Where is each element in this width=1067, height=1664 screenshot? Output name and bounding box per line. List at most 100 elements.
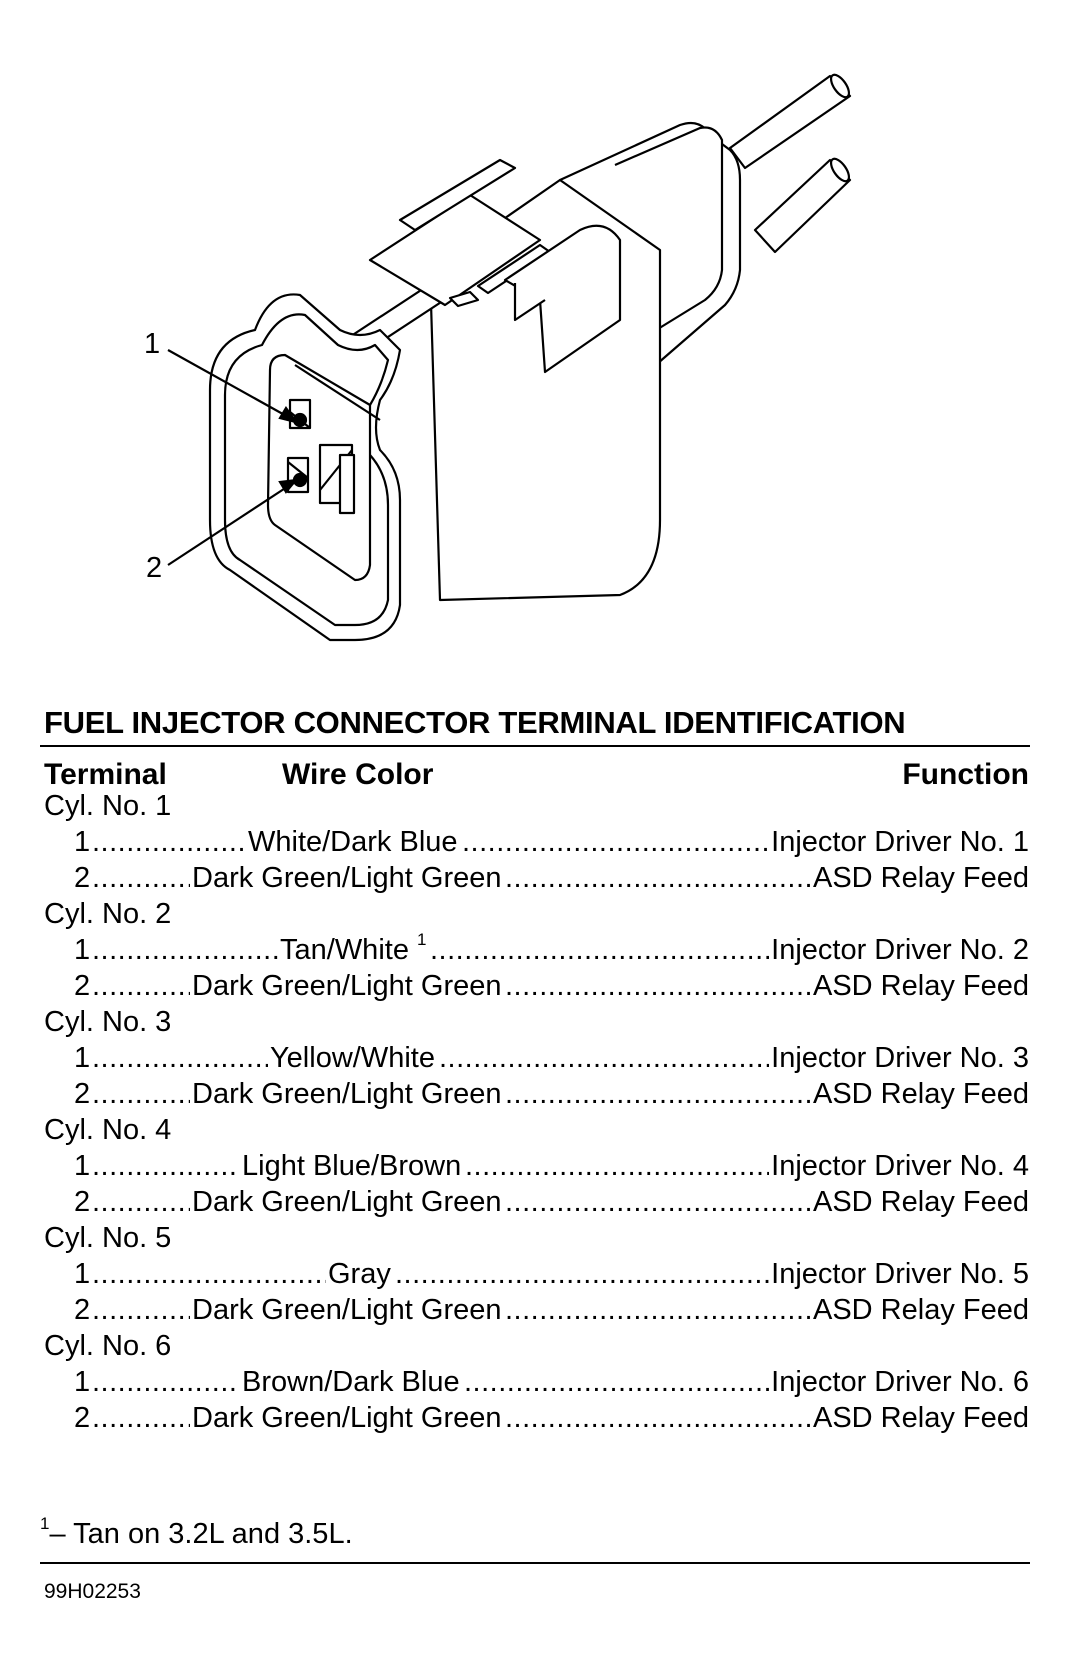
leader-dots: ........................................… <box>92 1078 190 1110</box>
table-row: 1.......................................… <box>74 1042 1029 1078</box>
terminal-number: 2 <box>74 1078 91 1110</box>
wire-color-text: Dark Green/Light Green <box>192 1078 502 1110</box>
leader-dots: ........................................… <box>505 862 811 894</box>
wire-color-text: White/Dark Blue <box>248 826 458 858</box>
wire-color: Gray <box>328 1258 391 1291</box>
wire-color: Dark Green/Light Green <box>192 1402 501 1435</box>
leader-dots: ........................................… <box>92 934 278 966</box>
connector-diagram <box>167 73 852 642</box>
wire-color-text: Dark Green/Light Green <box>192 862 502 894</box>
cylinder-label: Cyl. No. 2 <box>44 898 172 930</box>
terminal-function: Injector Driver No. 4 <box>771 1150 1029 1182</box>
footnote-mark: 1 <box>40 1514 50 1533</box>
table-row: 2.......................................… <box>74 1078 1029 1114</box>
table-row: 2.......................................… <box>74 862 1029 898</box>
terminal-function: ASD Relay Feed <box>813 970 1029 1002</box>
leader-dots: ........................................… <box>92 1402 190 1434</box>
footnote-ref: 1 <box>417 930 427 949</box>
terminal-function: ASD Relay Feed <box>813 1294 1029 1326</box>
leader-dots: ........................................… <box>464 1366 769 1398</box>
wire-color: Dark Green/Light Green <box>192 970 501 1003</box>
figure-id: 99H02253 <box>44 1580 141 1603</box>
leader-dots: ........................................… <box>92 1150 240 1182</box>
leader-dots: ........................................… <box>92 826 246 858</box>
terminal-function: Injector Driver No. 5 <box>771 1258 1029 1290</box>
leader-dots: ........................................… <box>92 970 190 1002</box>
wire-color: Tan/White 1 <box>280 930 426 967</box>
header-function: Function <box>902 758 1029 791</box>
wire-color-text: Dark Green/Light Green <box>192 1402 502 1434</box>
leader-dots: ........................................… <box>505 1402 811 1434</box>
wire-color: Dark Green/Light Green <box>192 862 501 895</box>
callout-arrow-1 <box>167 349 291 419</box>
wire-upper <box>728 73 852 170</box>
table-row: 2.......................................… <box>74 1402 1029 1438</box>
terminal-function: Injector Driver No. 6 <box>771 1366 1029 1398</box>
wire-color: White/Dark Blue <box>248 826 458 859</box>
cylinder-label: Cyl. No. 4 <box>44 1114 172 1146</box>
callout-arrow-2 <box>167 484 291 566</box>
header-terminal: Terminal <box>44 758 167 791</box>
bottom-rule <box>40 1562 1030 1564</box>
table-title: FUEL INJECTOR CONNECTOR TERMINAL IDENTIF… <box>44 705 906 740</box>
table-row: 1.......................................… <box>74 1366 1029 1402</box>
wire-color: Yellow/White <box>270 1042 435 1075</box>
callout-label-1: 1 <box>144 328 161 360</box>
leader-dots: ........................................… <box>505 1078 811 1110</box>
leader-dots: ........................................… <box>505 970 811 1002</box>
wire-color-text: Light Blue/Brown <box>242 1150 462 1182</box>
leader-dots: ........................................… <box>462 826 769 858</box>
table-row: 2.......................................… <box>74 1186 1029 1222</box>
terminal-number: 1 <box>74 934 91 966</box>
terminal-number: 2 <box>74 970 91 1002</box>
table-row: 1.......................................… <box>74 1150 1029 1186</box>
wire-color-text: Gray <box>328 1258 391 1290</box>
table-row: 1.......................................… <box>74 826 1029 862</box>
wire-color-text: Dark Green/Light Green <box>192 970 502 1002</box>
wire-color: Dark Green/Light Green <box>192 1078 501 1111</box>
table-row: 2.......................................… <box>74 1294 1029 1330</box>
terminal-function: Injector Driver No. 1 <box>771 826 1029 858</box>
terminal-number: 2 <box>74 1294 91 1326</box>
terminal-number: 1 <box>74 1258 91 1290</box>
leader-dots: ........................................… <box>505 1294 811 1326</box>
cylinder-label: Cyl. No. 1 <box>44 790 172 822</box>
terminal-number: 1 <box>74 1150 91 1182</box>
leader-dots: ........................................… <box>92 1366 240 1398</box>
wire-color: Brown/Dark Blue <box>242 1366 460 1399</box>
terminal-number: 2 <box>74 1402 91 1434</box>
leader-dots: ........................................… <box>92 1042 268 1074</box>
terminal-function: ASD Relay Feed <box>813 1186 1029 1218</box>
leader-dots: ........................................… <box>465 1150 769 1182</box>
wire-color-text: Brown/Dark Blue <box>242 1366 460 1398</box>
table-row: 2.......................................… <box>74 970 1029 1006</box>
cylinder-label: Cyl. No. 3 <box>44 1006 172 1038</box>
wire-color-text: Tan/White <box>280 934 409 966</box>
leader-dots: ........................................… <box>430 934 769 966</box>
terminal-number: 1 <box>74 1366 91 1398</box>
terminal-number: 1 <box>74 1042 91 1074</box>
terminal-function: Injector Driver No. 2 <box>771 934 1029 966</box>
terminal-function: Injector Driver No. 3 <box>771 1042 1029 1074</box>
leader-dots: ........................................… <box>92 1294 190 1326</box>
leader-dots: ........................................… <box>92 1186 190 1218</box>
header-wire-color: Wire Color <box>282 758 434 791</box>
wire-color-text: Yellow/White <box>270 1042 435 1074</box>
wire-color-text: Dark Green/Light Green <box>192 1294 502 1326</box>
table-row: 1.......................................… <box>74 1258 1029 1294</box>
leader-dots: ........................................… <box>92 862 190 894</box>
leader-dots: ........................................… <box>505 1186 811 1218</box>
leader-dots: ........................................… <box>439 1042 769 1074</box>
cylinder-label: Cyl. No. 6 <box>44 1330 172 1362</box>
footnote-text: – Tan on 3.2L and 3.5L. <box>49 1518 353 1550</box>
callout-label-2: 2 <box>146 552 163 584</box>
wire-color-text: Dark Green/Light Green <box>192 1186 502 1218</box>
terminal-function: ASD Relay Feed <box>813 862 1029 894</box>
terminal-number: 2 <box>74 1186 91 1218</box>
terminal-function: ASD Relay Feed <box>813 1402 1029 1434</box>
terminal-function: ASD Relay Feed <box>813 1078 1029 1110</box>
leader-dots: ........................................… <box>395 1258 769 1290</box>
wire-color: Light Blue/Brown <box>242 1150 461 1183</box>
cylinder-label: Cyl. No. 5 <box>44 1222 172 1254</box>
wire-lower <box>753 157 852 254</box>
